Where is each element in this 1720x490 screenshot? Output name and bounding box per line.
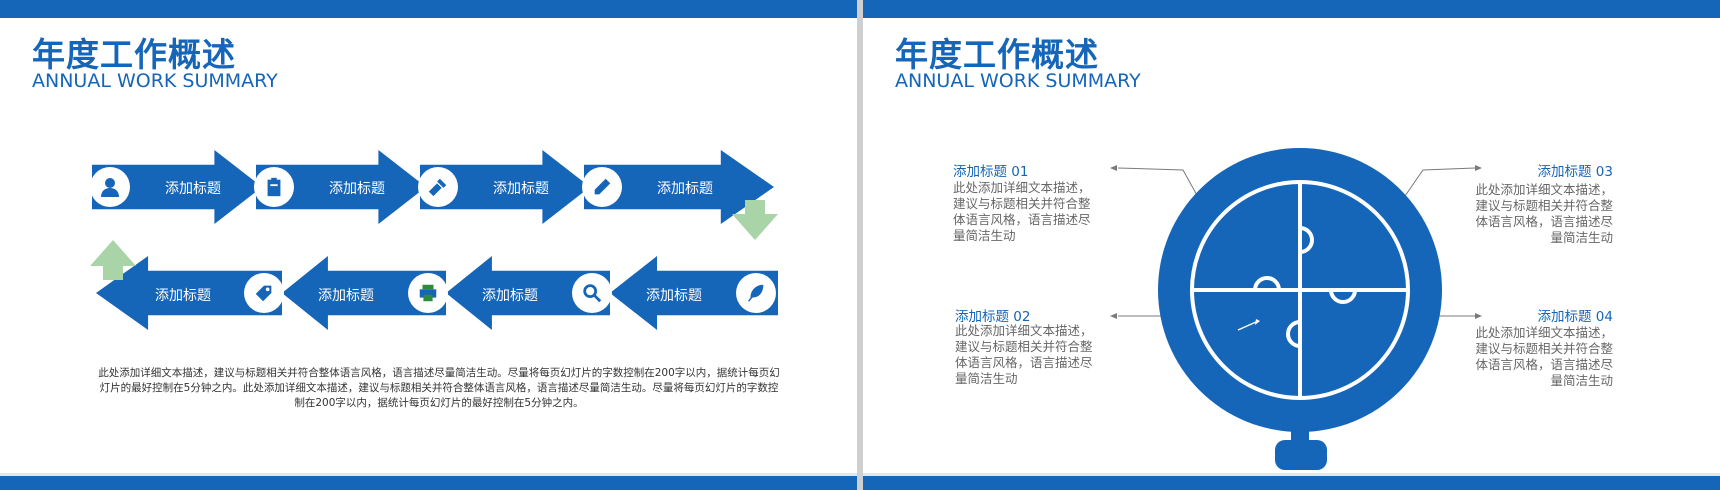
- process-step-label: 添加标题: [155, 288, 211, 304]
- process-step-label: 添加标题: [646, 288, 702, 304]
- tag-icon: [244, 273, 284, 313]
- clipboard-icon: [254, 167, 294, 207]
- slide-title: 年度工作概述: [895, 35, 1099, 74]
- user-icon: [90, 167, 130, 207]
- slide-1[interactable]: 年度工作概述 ANNUAL WORK SUMMARY 添加标题 添加标题 添加标…: [0, 0, 857, 490]
- bottom-bar-accent: [0, 473, 857, 476]
- process-step-label: 添加标题: [318, 288, 374, 304]
- flashlight-icon: [418, 167, 458, 207]
- bottom-bar: [0, 476, 857, 490]
- bottom-bar-accent: [863, 473, 1720, 476]
- top-bar: [0, 0, 857, 18]
- item-text-02: 此处添加详细文本描述，建议与标题相关并符合整体语言风格，语言描述尽量简洁生动: [955, 323, 1093, 386]
- slide-description: 此处添加详细文本描述，建议与标题相关并符合整体语言风格，语言描述尽量简洁生动。尽…: [98, 367, 780, 409]
- process-step-label: 添加标题: [482, 288, 538, 304]
- pencil-icon: [582, 167, 622, 207]
- top-bar: [863, 0, 1720, 18]
- slide-title: 年度工作概述: [32, 35, 236, 74]
- slide-subtitle: ANNUAL WORK SUMMARY: [32, 70, 278, 92]
- process-step-label: 添加标题: [657, 181, 713, 197]
- item-text-01: 此处添加详细文本描述，建议与标题相关并符合整体语言风格，语言描述尽量简洁生动: [953, 180, 1091, 243]
- feather-icon: [736, 273, 776, 313]
- process-step-label: 添加标题: [493, 181, 549, 197]
- item-title-01: 添加标题 01: [953, 164, 1029, 180]
- item-text-04: 此处添加详细文本描述，建议与标题相关并符合整体语言风格，语言描述尽量简洁生动: [1475, 325, 1613, 388]
- item-title-04: 添加标题 04: [1537, 309, 1613, 325]
- puzzle-magnifier-graphic: [1110, 148, 1482, 470]
- down-arrow-icon: [732, 200, 778, 240]
- item-title-02: 添加标题 02: [955, 309, 1031, 325]
- item-title-03: 添加标题 03: [1537, 164, 1613, 180]
- slide-2[interactable]: 年度工作概述 ANNUAL WORK SUMMARY 添加标题: [863, 0, 1720, 490]
- printer-icon: [408, 273, 448, 313]
- process-step-label: 添加标题: [329, 181, 385, 197]
- bottom-bar: [863, 476, 1720, 490]
- item-text-03: 此处添加详细文本描述，建议与标题相关并符合整体语言风格，语言描述尽量简洁生动: [1475, 182, 1613, 245]
- slide-divider: [857, 0, 863, 490]
- slide-subtitle: ANNUAL WORK SUMMARY: [895, 70, 1141, 92]
- search-icon: [572, 273, 612, 313]
- process-step-label: 添加标题: [165, 181, 221, 197]
- up-arrow-icon: [90, 240, 136, 280]
